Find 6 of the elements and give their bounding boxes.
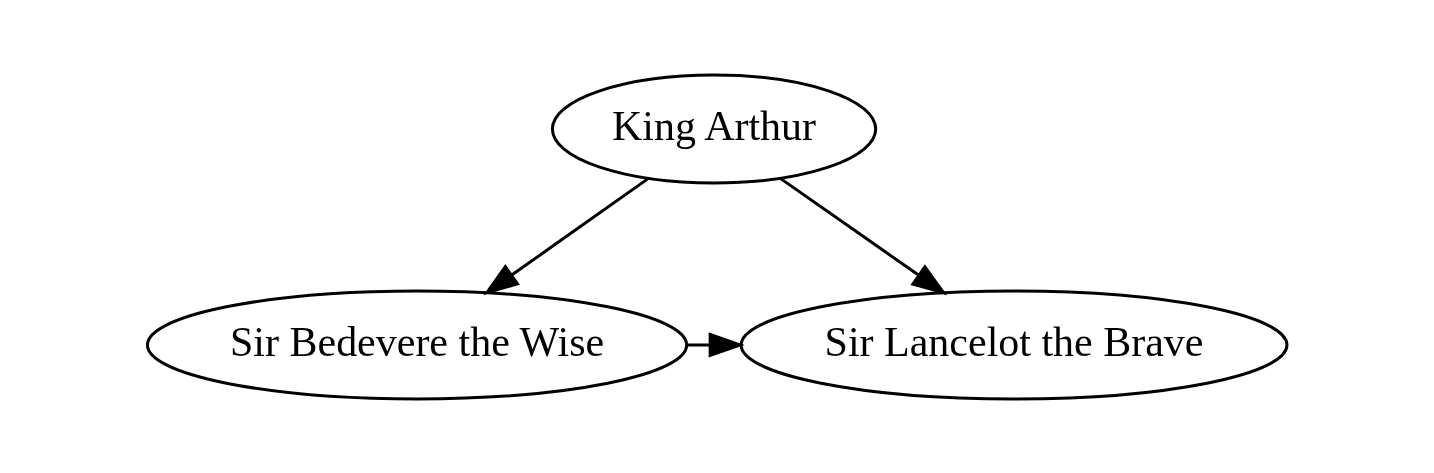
node-ellipse: King Arthur xyxy=(550,73,877,184)
arrow xyxy=(779,176,947,295)
arrow xyxy=(685,331,745,358)
node-ellipse: Sir Lancelot the Brave xyxy=(739,289,1288,400)
arrow xyxy=(482,176,649,295)
node-ellipse: Sir Bedevere the Wise xyxy=(145,289,688,400)
